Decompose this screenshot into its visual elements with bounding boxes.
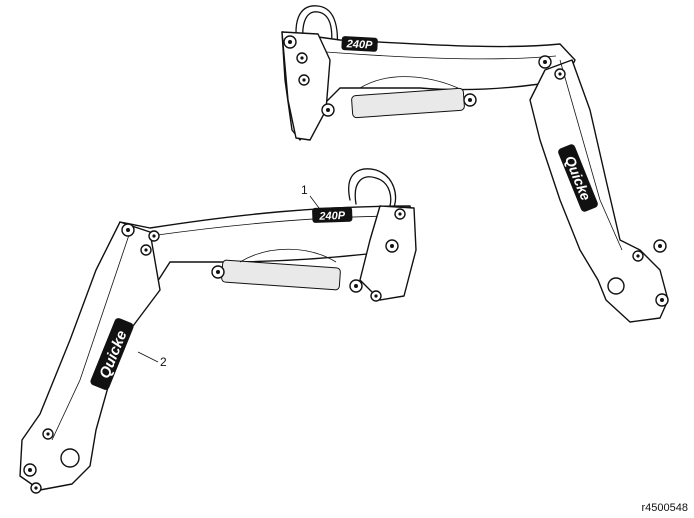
loader-arm-right: 240P Quicke [281,5,669,323]
lift-cylinder [221,259,341,291]
callout-1-label: 1 [301,183,308,197]
hose-loop [348,168,397,213]
callout-1: 1 [301,183,323,213]
callout-2: 2 [137,351,167,369]
model-decal-upper: 240P [341,36,378,52]
reference-code: r4500548 [641,502,689,514]
lift-cylinder [351,87,465,119]
bucket-pin [607,277,625,295]
mount-plate [281,31,331,141]
side-arm [529,59,669,323]
loader-arm-left: 240P Quicke [19,168,417,494]
svg-text:240P: 240P [318,210,346,223]
model-decal-lower: 240P [312,206,353,223]
bucket-pin [60,448,80,468]
mount-plate [359,205,417,301]
side-arm [19,221,161,491]
hose-loop [295,5,339,59]
callout-2-label: 2 [160,355,167,369]
svg-text:240P: 240P [345,38,373,51]
